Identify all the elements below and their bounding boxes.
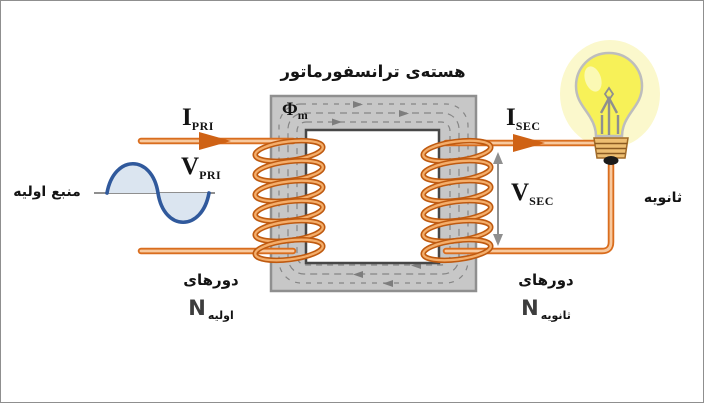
secondary-voltage-label: VSEC [511, 179, 554, 208]
core-window [304, 128, 441, 265]
bulb-filament [599, 86, 620, 135]
bulb-tip [603, 156, 619, 165]
flux-symbol: Φ [282, 99, 298, 120]
primary-current-label: IPRI [182, 104, 214, 133]
primary-source-label: منبع اولیه [13, 184, 81, 200]
light-bulb-icon [574, 51, 644, 165]
core-title-label: هسته‌ی ترانسفورماتور [280, 62, 466, 81]
secondary-current-arrow-icon [513, 134, 545, 152]
vsec-measure-arrow-icon [493, 152, 503, 246]
secondary-coil [420, 137, 494, 264]
flux-subscript: m [297, 108, 308, 122]
secondary-current-label: ISEC [506, 104, 541, 133]
primary-turns-title: دورهای [183, 271, 239, 289]
flux-label: Φm [282, 99, 308, 122]
secondary-turns-title: دورهای [518, 271, 574, 289]
primary-coil [252, 137, 326, 264]
primary-current-arrow-icon [199, 132, 231, 150]
flux-circulation-arrows-icon [278, 101, 469, 287]
primary-voltage-label: VPRI [181, 153, 222, 182]
secondary-side-label: ثانویه [643, 190, 683, 206]
ac-sine-wave-icon [94, 162, 215, 224]
